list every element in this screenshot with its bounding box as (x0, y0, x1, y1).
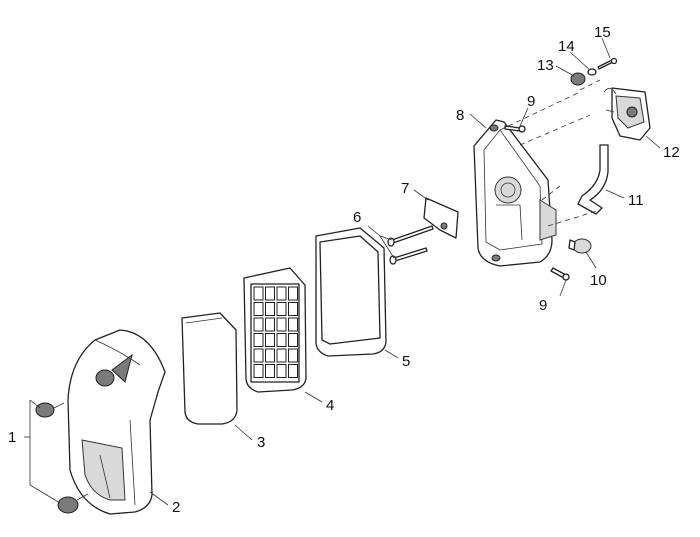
part-filter-frame (315, 227, 387, 357)
part-fuel-line (577, 144, 609, 215)
callout-labels: 1 2 3 4 5 6 7 8 9 9 10 11 12 13 14 15 (8, 24, 680, 516)
callout-7: 7 (401, 180, 409, 197)
callout-9-bottom: 9 (539, 297, 547, 314)
callout-6: 6 (353, 209, 361, 226)
filter-grid-cell (265, 317, 275, 332)
part-base-plate (473, 119, 557, 267)
filter-grid-cell (253, 317, 264, 332)
part-main-filter (243, 267, 307, 393)
filter-grid-cell (276, 302, 287, 316)
callout-9-top: 9 (527, 93, 535, 110)
callout-10: 10 (590, 272, 607, 289)
filter-grid-cell (276, 317, 287, 332)
callout-2: 2 (172, 499, 180, 516)
callout-14: 14 (558, 38, 575, 55)
filter-grid-cell (265, 286, 275, 301)
part-screws-9 (504, 125, 570, 281)
filter-grid-cell (253, 286, 264, 301)
callout-8: 8 (456, 107, 464, 124)
callout-3: 3 (257, 434, 265, 451)
callout-1: 1 (8, 429, 16, 446)
callout-13: 13 (537, 57, 554, 74)
filter-grid-cell (253, 348, 264, 363)
filter-grid-cell (265, 364, 275, 378)
filter-grid-cell (253, 333, 264, 347)
filter-grid-cell (276, 333, 287, 347)
filter-grid-cell (265, 348, 275, 363)
assembly-guide-lines (499, 79, 601, 227)
callout-12: 12 (663, 144, 680, 161)
part-air-filter-cover (67, 329, 166, 515)
part-mounting-screws (387, 225, 434, 265)
filter-grid-cell (253, 302, 264, 316)
filter-grid-cell (288, 317, 298, 332)
filter-grid-cell (288, 348, 298, 363)
filter-grid-cell (265, 333, 275, 347)
callout-15: 15 (594, 24, 611, 41)
callout-5: 5 (402, 353, 410, 370)
callout-leader-lines (24, 37, 661, 506)
filter-grid-cell (276, 286, 287, 301)
filter-grid-cell (276, 364, 287, 378)
filter-grid-cell (276, 348, 287, 363)
part-carburetor (603, 87, 651, 141)
part-cover-knobs (35, 402, 89, 514)
filter-grid-cell (288, 286, 298, 301)
filter-grid-cell (288, 302, 298, 316)
filter-grid-cell (265, 302, 275, 316)
part-pre-filter (181, 312, 238, 425)
part-primer-bulb (568, 238, 592, 254)
part-fitting-washer-screw (570, 57, 618, 86)
filter-grid-cell (288, 364, 298, 378)
filter-grid-cell (288, 333, 298, 347)
callout-4: 4 (326, 397, 334, 414)
part-bracket-plate (423, 197, 459, 239)
callout-11: 11 (628, 192, 644, 209)
filter-grid-cell (253, 364, 264, 378)
